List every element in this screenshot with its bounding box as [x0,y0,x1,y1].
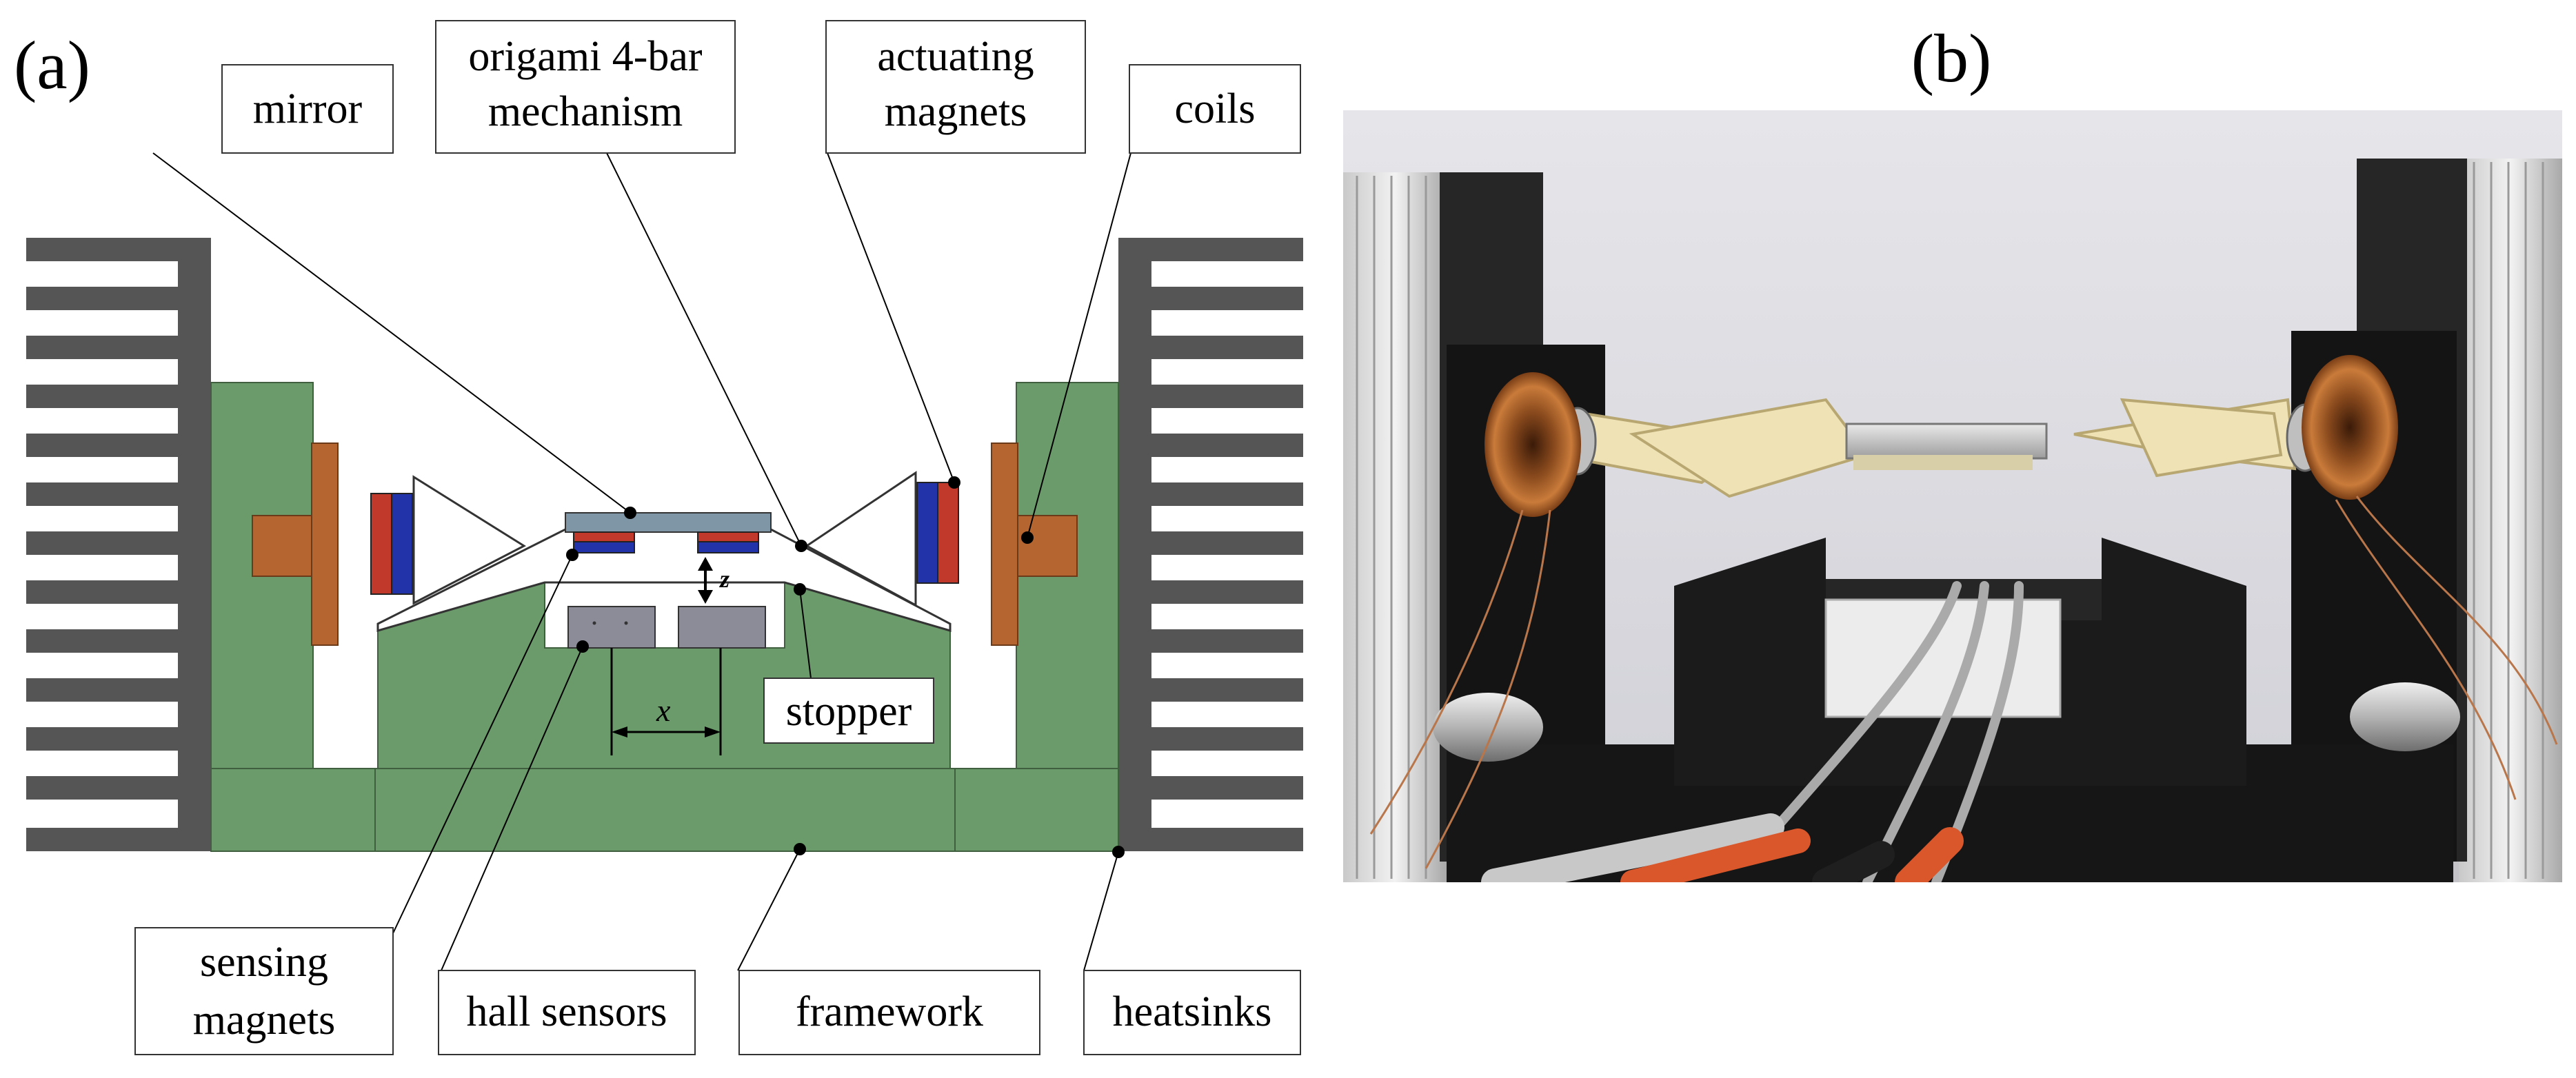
left-heatsink [26,238,211,851]
right-actuating-magnet [916,482,959,584]
label-coils: coils [1174,85,1255,132]
label-actuating-line2: magnets [885,88,1027,135]
hall-sensor-dots [592,621,628,625]
prototype-photo [1343,110,2562,882]
hall-sensors [567,606,766,649]
mirror-plate [565,512,772,533]
origami-mechanism [376,471,952,632]
panel-b-letter: (b) [1911,20,1992,96]
panel-a-letter: (a) [14,27,90,103]
label-sensing-line2: magnets [193,997,336,1044]
left-actuating-magnet [370,493,413,595]
label-actuating-line1: actuating [877,33,1034,80]
panel-a-schematic: (a) [14,20,1303,1055]
label-hall-sensors: hall sensors [466,988,667,1035]
left-coil [252,443,339,646]
right-heatsink [1118,238,1303,851]
panel-b-photo: (b) [1343,20,2562,882]
label-boxes [134,20,1301,1055]
sensing-magnets [573,531,759,553]
dimension-x [610,648,722,755]
leader-dots [566,476,1125,858]
label-origami-line2: mechanism [488,88,683,135]
framework-body [210,382,1119,852]
label-mirror: mirror [253,85,363,132]
dimension-z-label: z [718,565,729,593]
leader-lines [152,152,1131,971]
label-stopper: stopper [786,688,912,735]
label-sensing-line1: sensing [200,939,328,986]
right-coil [991,443,1078,646]
label-origami-line1: origami 4-bar [468,33,703,80]
dimension-x-label: x [656,693,671,728]
label-framework: framework [796,988,983,1035]
dimension-z [698,557,713,604]
label-heatsinks: heatsinks [1113,988,1272,1035]
